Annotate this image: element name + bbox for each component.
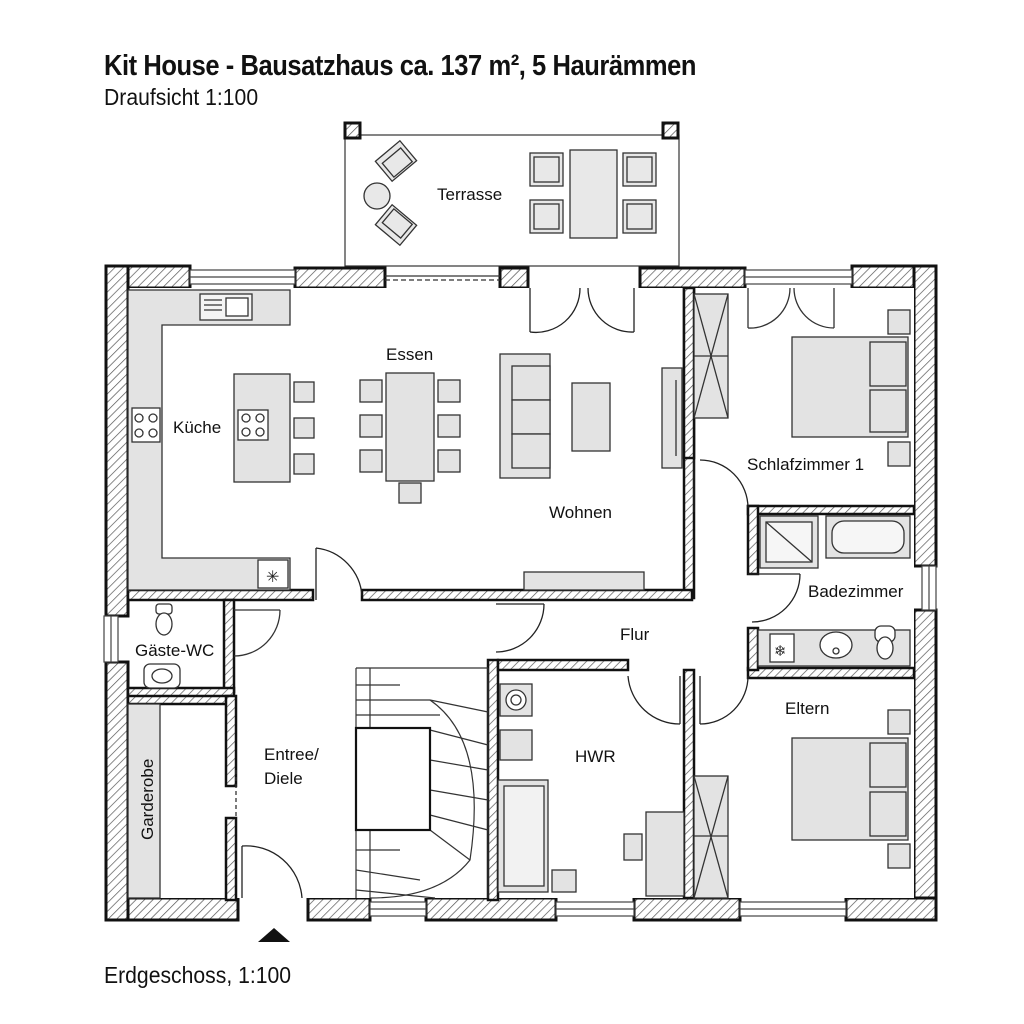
terrace [343,121,680,267]
label-kueche: Küche [173,418,221,437]
guest-wc [143,603,281,689]
label-diele: Diele [264,769,303,788]
label-entree: Entree/ [264,745,319,764]
bedroom-1 [693,287,911,467]
floor-caption: Erdgeschoss, 1:100 [104,962,292,988]
svg-text:❄: ❄ [774,642,787,660]
label-essen: Essen [386,345,433,364]
kitchen: ✳ [127,289,315,591]
label-eltern: Eltern [785,699,829,718]
entrance-arrow-icon [258,928,290,942]
terrace-sliding-door [385,275,500,281]
label-hwr: HWR [575,747,616,766]
label-badezimmer: Badezimmer [808,582,904,601]
bathroom: ❄ [757,515,911,667]
svg-text:✳: ✳ [266,567,279,586]
label-gaeste-wc: Gäste-WC [135,641,214,660]
parents-bedroom [693,709,911,899]
label-wohnen: Wohnen [549,503,612,522]
hwr-utility [497,683,685,897]
garderobe [127,703,237,899]
living-furniture [499,353,683,591]
interior-doors [241,459,801,899]
label-garderobe: Garderobe [138,759,157,840]
terrace-double-door [529,287,635,334]
label-flur: Flur [620,625,650,644]
windows [103,269,937,917]
plan-subtitle: Draufsicht 1:100 [104,84,259,110]
label-terrasse: Terrasse [437,185,502,204]
label-schlafzimmer-1: Schlafzimmer 1 [747,455,864,474]
plan-title: Kit House - Bausatzhaus ca. 137 m², 5 Ha… [104,50,697,82]
staircase [354,667,489,899]
dining-table [359,372,461,504]
